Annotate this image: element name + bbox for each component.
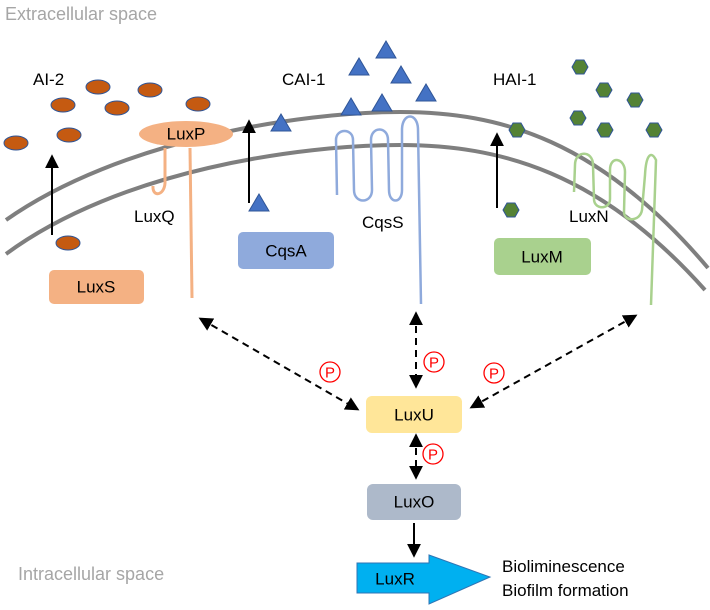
luxq-receptor [151,147,194,299]
luxr-arrow: LuxR [356,554,492,605]
cell-membrane [4,109,710,292]
ai2-molecules [3,79,211,251]
hai1-molecule [645,122,663,138]
hai1-molecule [508,122,526,138]
luxs-label: LuxS [77,278,116,297]
hai1-molecule [596,122,614,138]
svg-text:P: P [489,366,499,383]
luxo-label: LuxO [394,493,435,512]
hai1-molecule [595,82,613,98]
intracellular-space-label: Intracellular space [18,564,164,584]
extracellular-space-label: Extracellular space [5,4,157,24]
hai1-molecule [569,110,587,126]
ai2-molecule [56,127,82,143]
cai1-molecule [371,93,393,112]
output-biofilm-formation: Biofilm formation [502,581,629,600]
hai1-label: HAI-1 [493,70,536,89]
ai2-molecule [50,97,76,113]
luxn-label: LuxN [569,207,609,226]
cai1-molecule [348,57,370,76]
cai1-molecules [248,40,437,212]
cai1-molecule [270,113,292,132]
svg-text:P: P [429,355,439,372]
cqss-receptor [334,115,423,305]
luxo-box: LuxO [367,484,461,520]
output-bioluminescence: Bioliminescence [502,557,625,576]
cqsa-label: CqsA [265,242,307,261]
ai2-molecule [185,96,211,112]
luxm-box: LuxM [494,238,591,275]
ai2-label: AI-2 [33,70,64,89]
cai1-molecule [248,193,270,212]
hai1-molecules [502,59,663,218]
luxn-luxu-arrow [469,314,638,409]
hai1-molecule [626,92,644,108]
ai2-molecule [55,235,81,251]
cai1-label: CAI-1 [282,70,325,89]
cqsa-box: CqsA [238,232,334,269]
luxr-label: LuxR [375,570,415,589]
hai1-molecule [502,202,520,218]
luxp-label: LuxP [167,125,206,144]
luxq-label: LuxQ [134,207,175,226]
hai1-molecule [571,59,589,75]
ai2-molecule [104,100,130,116]
luxs-box: LuxS [49,270,144,304]
luxp-protein [139,121,233,147]
ai2-molecule [85,79,111,95]
cai1-molecule [390,65,412,84]
ai2-molecule [3,135,29,151]
svg-text:P: P [325,365,335,382]
cqss-label: CqsS [362,213,404,232]
phosphate-marker: P [483,362,505,384]
svg-text:P: P [428,447,438,464]
luxn-receptor [572,152,658,306]
cai1-molecule [375,40,397,59]
phosphate-marker: P [319,361,341,383]
luxu-box: LuxU [366,396,462,433]
luxu-label: LuxU [394,406,434,425]
luxq-luxu-arrow [198,317,360,411]
ai2-molecule [137,82,163,98]
phosphate-marker: P [422,443,444,465]
cai1-molecule [340,97,362,116]
phosphate-marker: P [423,351,445,373]
luxm-label: LuxM [521,248,563,267]
cai1-molecule [415,83,437,102]
